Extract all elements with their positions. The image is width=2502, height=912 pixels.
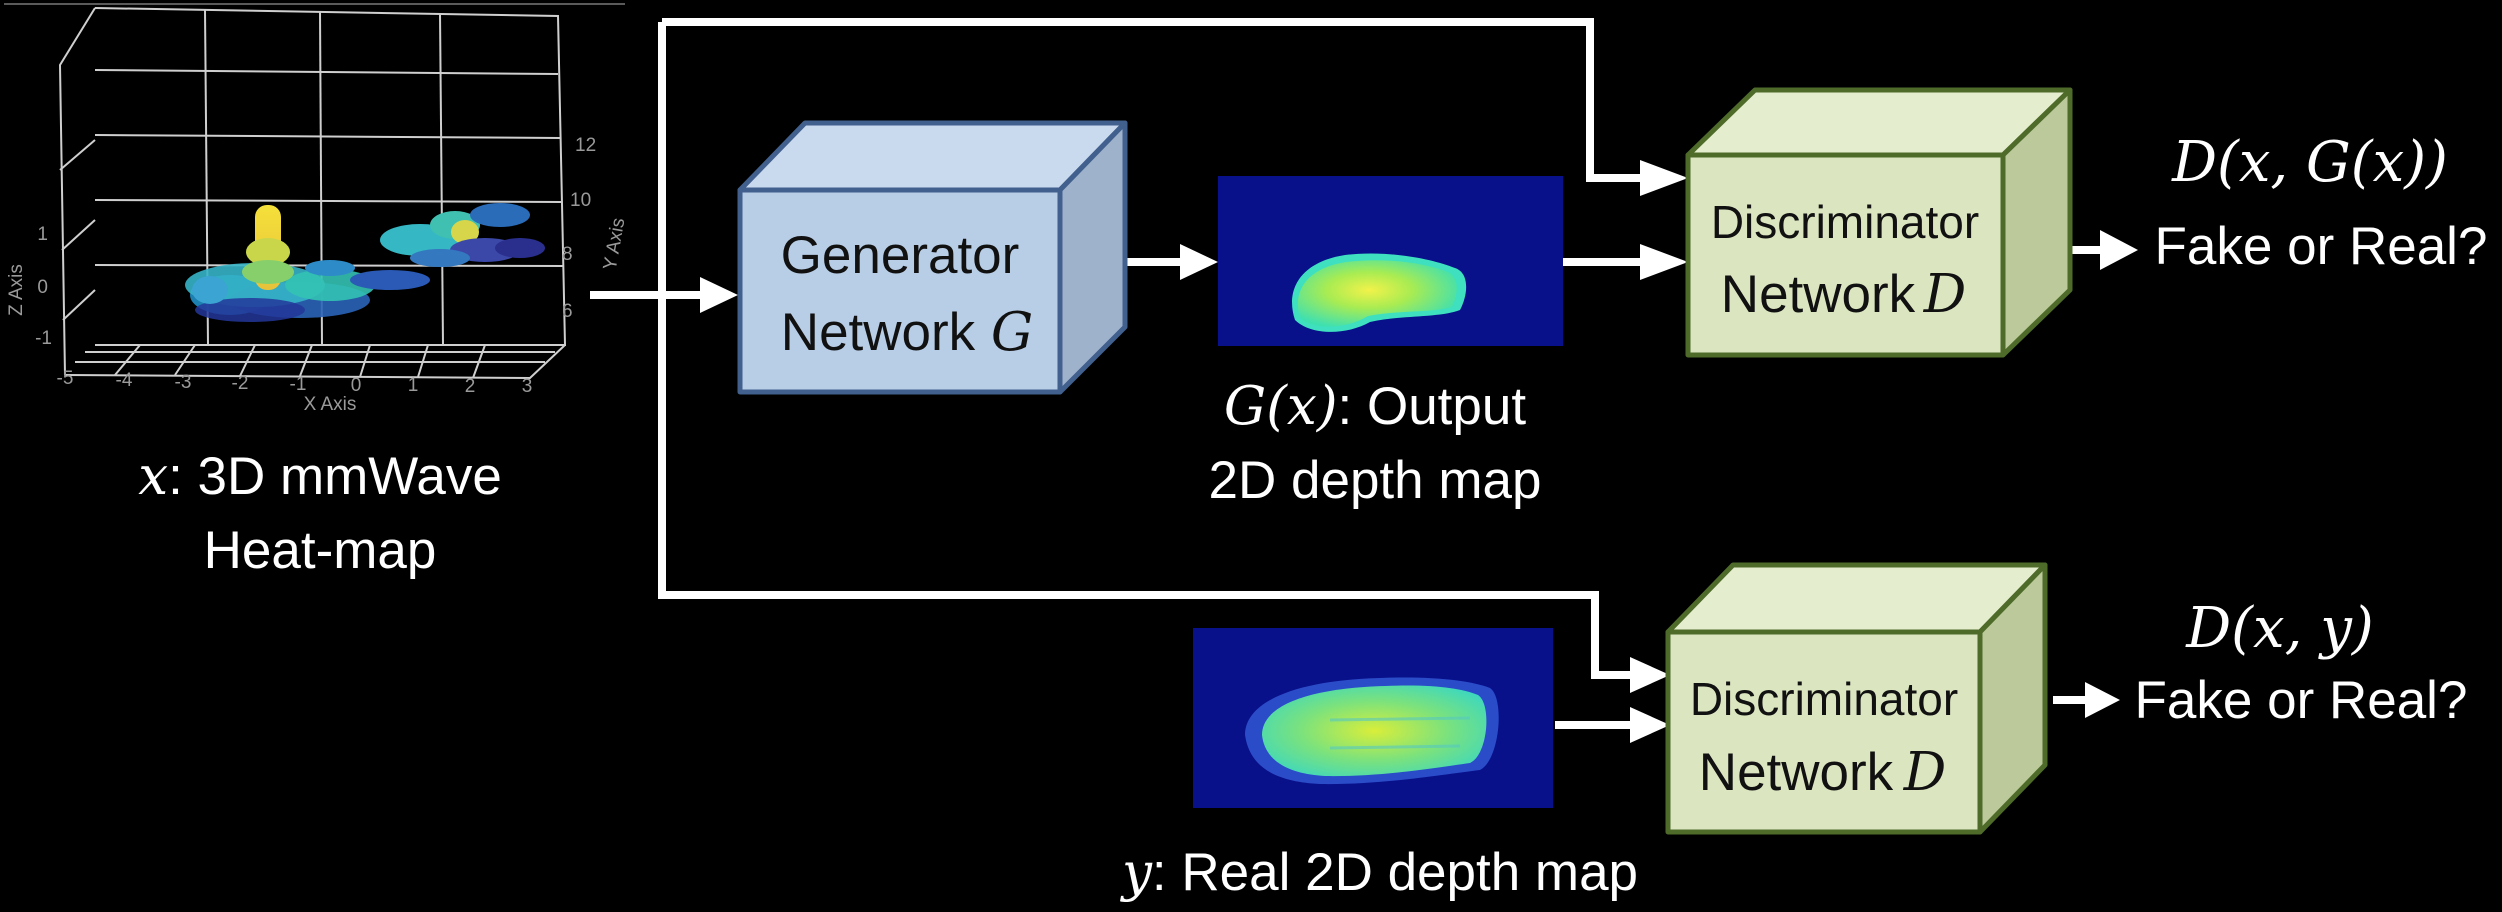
z-tick: -1	[35, 328, 52, 349]
heatmap-z-ticks: 1 0 -1	[35, 224, 52, 349]
discriminator-bottom-label-line1: Discriminator	[1690, 673, 1958, 725]
heatmap-caption-text: : 3D mmWave	[168, 447, 502, 506]
arrowhead-icon	[2100, 230, 2138, 270]
heatmap-x-ticks: -5 -4 -3 -2 -1 0 1 2 3	[57, 368, 533, 397]
discriminator-top-front-face	[1685, 152, 2006, 358]
x-tick: -1	[290, 374, 307, 395]
top-output-formula: D(x, G(x))	[2172, 130, 2448, 195]
heatmap-y-ticks: 6 8 10 12	[562, 135, 596, 322]
generator-front-face	[737, 187, 1063, 395]
arrowhead-icon	[2085, 682, 2120, 718]
arrowhead-icon	[1180, 244, 1218, 280]
arrowhead-icon	[700, 277, 738, 313]
heatmap-z-axis-label: Z Axis	[6, 264, 27, 316]
heatmap-plot: -5 -4 -3 -2 -1 0 1 2 3 X Axis 6 8 10 12 …	[4, 3, 630, 415]
heatmap-caption-line2: Heat-map	[203, 521, 437, 580]
bottom-output-formula: D(x, y)	[2186, 596, 2374, 661]
x-tick: -2	[232, 373, 249, 394]
generator-label-line1: Generator	[781, 226, 1020, 285]
x-tick: -3	[175, 372, 192, 393]
arrowhead-icon	[1640, 160, 1688, 196]
output-depth-map	[1218, 176, 1563, 346]
heatmap-y-axis-label: Y Axis	[600, 216, 630, 271]
discriminator-top-box	[1685, 87, 2073, 358]
arrowhead-icon	[1630, 657, 1670, 693]
top-output-text: Fake or Real?	[2154, 217, 2488, 276]
z-tick: 0	[37, 277, 48, 298]
top-skip-line	[662, 18, 1640, 182]
x-tick: 0	[351, 375, 362, 396]
generator-box	[737, 120, 1128, 395]
discriminator-top-label-line2: Network	[1721, 265, 1916, 324]
heatmap-x-axis-label: X Axis	[304, 394, 357, 415]
heatmap-caption-var: x	[138, 446, 169, 507]
real-depth-map	[1193, 628, 1553, 808]
heatmap-caption-line1: x: 3D mmWave	[70, 440, 570, 514]
x-tick: 3	[522, 376, 533, 397]
discriminator-bottom-front-face	[1665, 629, 1983, 835]
real-caption-var: y	[1121, 842, 1152, 903]
y-tick: 6	[562, 301, 573, 322]
real-caption: y: Real 2D depth map	[1040, 836, 1720, 910]
generator-label-line2: Network	[781, 303, 976, 362]
output-caption-text: : Output	[1337, 377, 1527, 436]
y-tick: 8	[562, 244, 573, 265]
x-tick: 1	[408, 375, 419, 396]
arrowhead-icon	[1640, 244, 1688, 280]
discriminator-top-symbol: D	[1923, 264, 1967, 325]
z-tick: 1	[37, 224, 48, 245]
arrowhead-icon	[1630, 707, 1670, 743]
output-caption-line1: G(x): Output	[1110, 370, 1640, 444]
heatmap-points	[185, 203, 545, 322]
bottom-skip-line	[658, 22, 1630, 679]
y-tick: 12	[575, 135, 596, 156]
x-tick: -5	[57, 368, 74, 389]
output-caption-line2: 2D depth map	[1208, 451, 1542, 510]
plot-grid	[58, 7, 567, 380]
x-tick: -4	[116, 370, 133, 391]
discriminator-bottom-label-line2: Network	[1699, 743, 1894, 802]
discriminator-top-label-line1: Discriminator	[1711, 196, 1979, 248]
y-tick: 10	[570, 190, 591, 211]
real-caption-text: : Real 2D depth map	[1151, 843, 1639, 902]
generator-symbol: G	[991, 302, 1033, 363]
bottom-output-text: Fake or Real?	[2134, 671, 2468, 730]
discriminator-bottom-box	[1665, 562, 2048, 835]
discriminator-bottom-symbol: D	[1903, 742, 1947, 803]
output-caption-math: G(x)	[1223, 376, 1338, 437]
arrowheads	[700, 160, 2138, 743]
x-tick: 2	[465, 376, 476, 397]
